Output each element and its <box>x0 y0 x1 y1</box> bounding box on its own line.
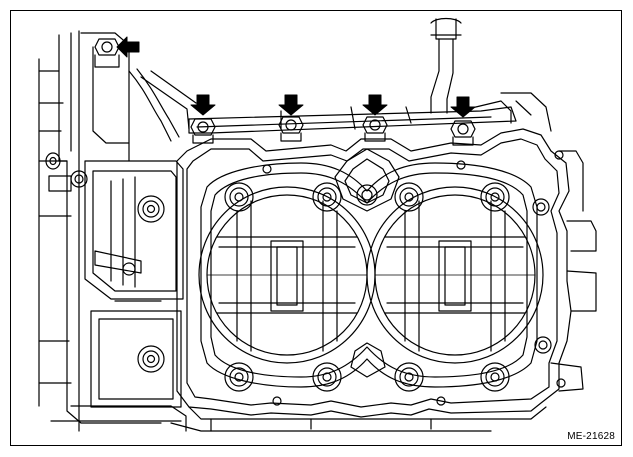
top-bolt-row <box>190 116 476 146</box>
bore-surround <box>200 162 538 388</box>
left-housing <box>38 30 187 432</box>
cylinder-bore-left <box>198 186 376 364</box>
center-bridge <box>334 148 400 378</box>
bolt-2 <box>278 116 304 142</box>
cylinder-bore-right <box>366 186 544 364</box>
top-pipes <box>128 17 552 142</box>
upper-rail <box>188 106 517 134</box>
callout-arrow-3 <box>362 94 388 116</box>
figure-id-label: ME-21628 <box>567 431 615 442</box>
callout-arrows-down <box>190 94 476 118</box>
block-outline <box>176 128 572 418</box>
callout-arrow-1 <box>190 94 216 116</box>
callout-arrow-2 <box>278 94 304 116</box>
cylinder-block-illustration <box>38 17 597 432</box>
head-bolt-holes-top <box>224 160 510 212</box>
head-bolt-holes-bottom <box>224 362 510 406</box>
bolt-3 <box>362 116 388 142</box>
top-left-bolt <box>94 38 120 68</box>
bolt-4 <box>450 120 476 146</box>
callout-arrow-4 <box>450 96 476 118</box>
bottom-details <box>170 406 547 432</box>
callout-arrow-left <box>116 36 140 58</box>
engine-diagram: ME-21628 <box>10 10 622 446</box>
